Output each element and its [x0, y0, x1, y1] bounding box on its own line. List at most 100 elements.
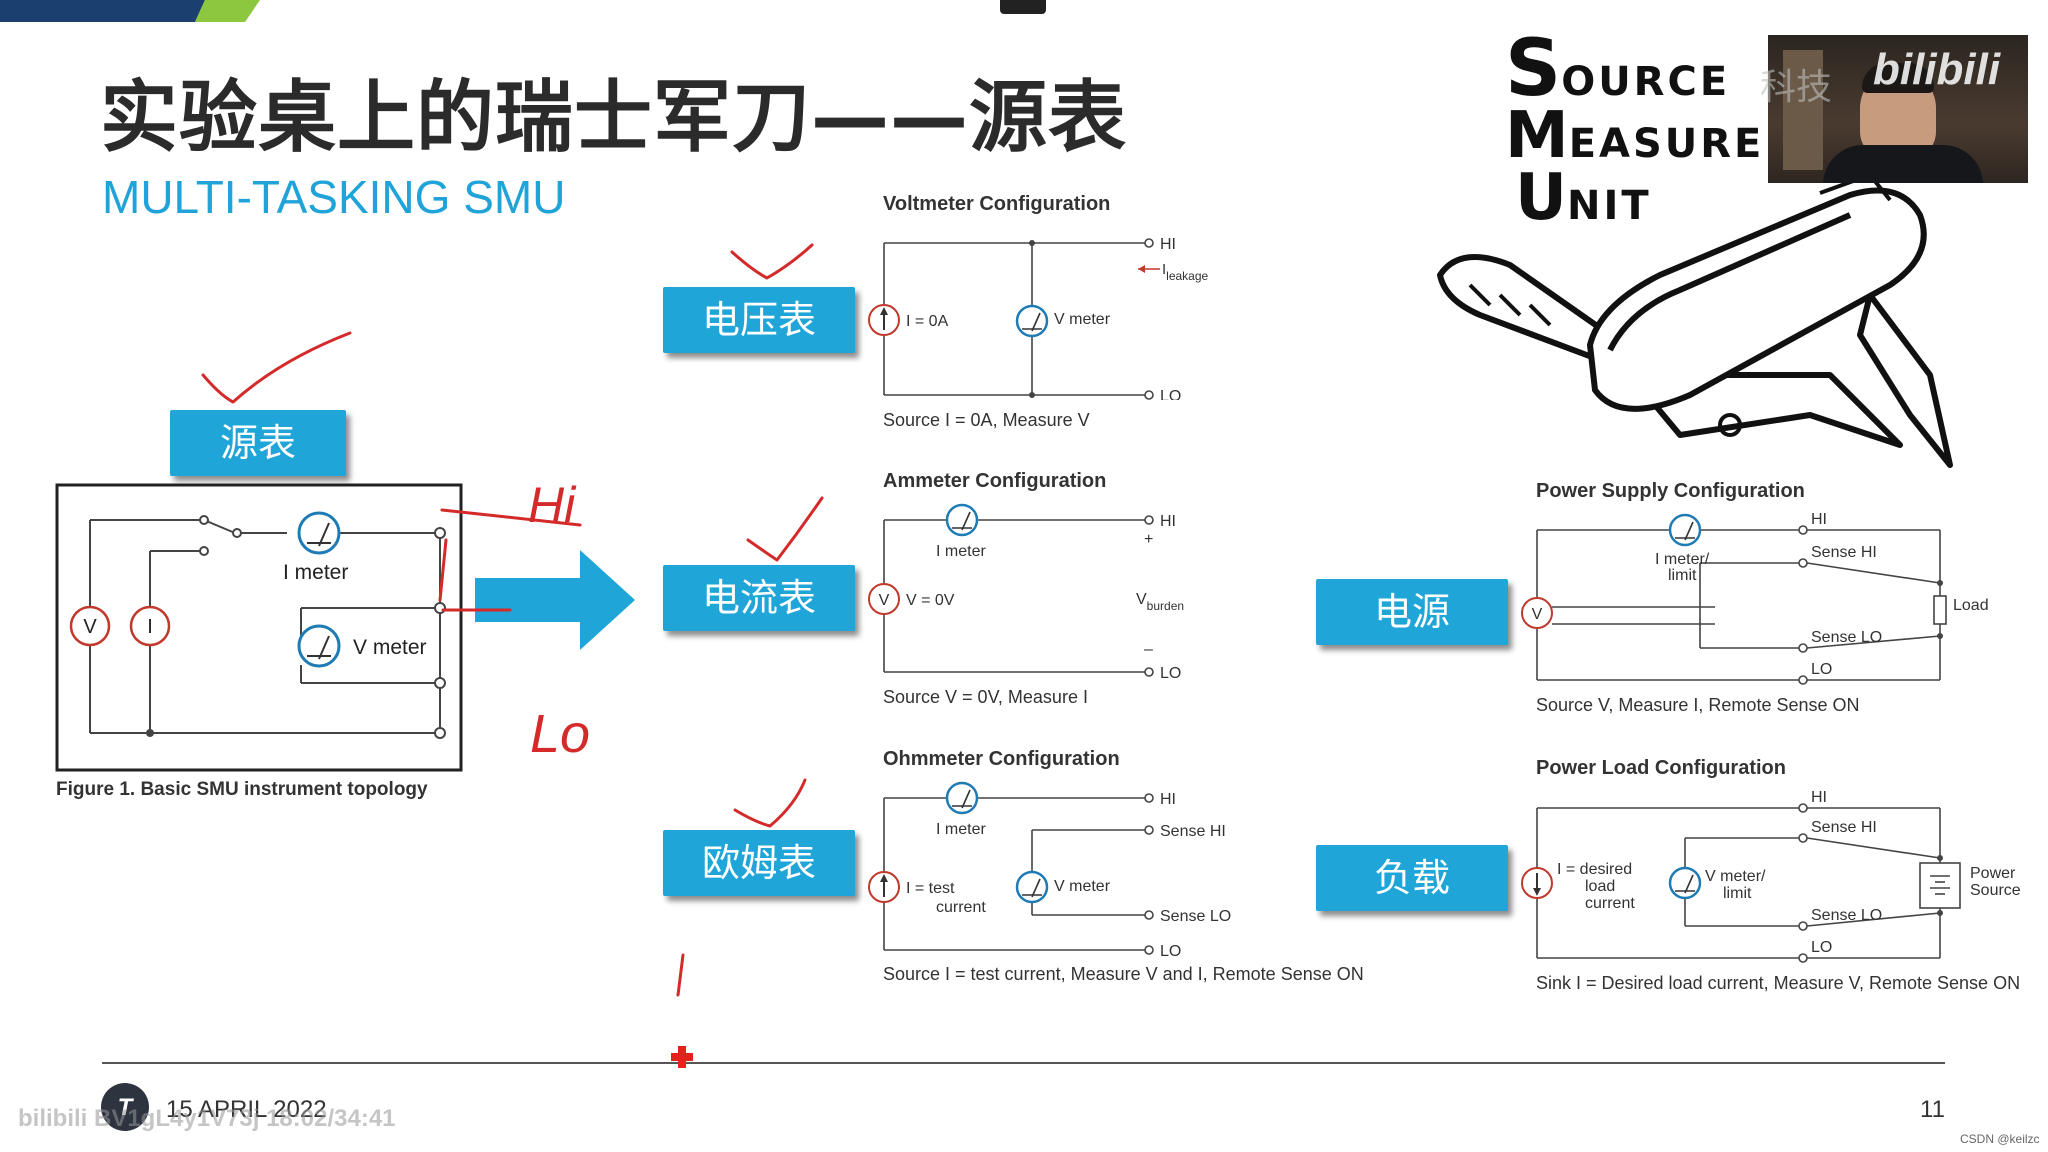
- pl-meter-label-2: limit: [1723, 885, 1752, 902]
- checkmark-icon: [746, 496, 824, 562]
- slide-date: 15 APRIL 2022: [166, 1096, 327, 1123]
- om-lo-label: LO: [1160, 943, 1181, 960]
- v-meter-icon: [1015, 304, 1049, 338]
- am-hi-label: HI: [1160, 513, 1176, 530]
- figure1-caption: Figure 1. Basic SMU instrument topology: [56, 779, 428, 800]
- right-arrow-icon: [475, 550, 635, 650]
- am-meter-label: I meter: [936, 543, 986, 560]
- ohmmeter-config-title: Ohmmeter Configuration: [883, 748, 1120, 770]
- voltmeter-button[interactable]: 电压表: [663, 287, 855, 353]
- power-supply-config-diagram: V HI Sense HI Sense LO LO I meter/ limit…: [1521, 511, 1989, 685]
- ammeter-config-title: Ammeter Configuration: [883, 470, 1107, 492]
- om-sense-lo-label: Sense LO: [1160, 908, 1231, 925]
- power-load-config-title: Power Load Configuration: [1536, 757, 1786, 779]
- figure1-topology-diagram: V I I meter V meter: [55, 483, 463, 772]
- am-lo-label: LO: [1160, 665, 1181, 682]
- voltmeter-config-title: Voltmeter Configuration: [883, 193, 1111, 215]
- webcam-overlay[interactable]: bilibili: [1768, 35, 2028, 183]
- handwritten-lo: Lo: [530, 704, 590, 764]
- am-vburden-label: Vburden: [1136, 591, 1184, 613]
- ps-sense-lo-label: Sense LO: [1811, 629, 1882, 646]
- ammeter-config-diagram: V HI + – LO I meter V = 0V Vburden: [868, 503, 1184, 682]
- progress-marker-icon: [671, 1046, 693, 1068]
- ps-sense-hi-label: Sense HI: [1811, 544, 1877, 561]
- source-meter-button[interactable]: 源表: [170, 410, 346, 476]
- am-plus-label: +: [1144, 531, 1153, 548]
- load-button[interactable]: 负载: [1316, 845, 1508, 911]
- v-meter-icon: [1668, 866, 1702, 900]
- pl-hi-label: HI: [1811, 789, 1827, 806]
- company-logo-icon: T: [101, 1083, 149, 1131]
- handwritten-hi: Hi: [528, 477, 577, 533]
- am-v-source-icon: V: [879, 592, 890, 609]
- power-supply-config-caption: Source V, Measure I, Remote Sense ON: [1536, 695, 1860, 715]
- om-v-meter-label: V meter: [1054, 878, 1111, 895]
- power-supply-config-title: Power Supply Configuration: [1536, 480, 1805, 502]
- top-accent-bar: [0, 0, 260, 22]
- slide-subtitle: MULTI-TASKING SMU: [102, 171, 566, 223]
- csdn-watermark: CSDN @keilzc: [1960, 1132, 2040, 1146]
- fig1-v-label: V: [83, 616, 97, 638]
- vm-lo-label: LO: [1160, 388, 1181, 400]
- pl-source-label-1: I = desired: [1557, 861, 1632, 878]
- pl-power-source-label-1: Power: [1970, 865, 2016, 882]
- i-meter-icon: [1668, 513, 1702, 547]
- ammeter-config-caption: Source V = 0V, Measure I: [883, 687, 1088, 707]
- pl-source-label-3: current: [1585, 895, 1635, 912]
- ohmmeter-button[interactable]: 欧姆表: [663, 830, 855, 896]
- pl-sense-hi-label: Sense HI: [1811, 819, 1877, 836]
- vm-leakage-label: Ileakage: [1162, 261, 1209, 283]
- page-number: 11: [1920, 1096, 1945, 1123]
- om-i-meter-label: I meter: [936, 821, 986, 838]
- ps-hi-label: HI: [1811, 511, 1827, 528]
- vm-meter-label: V meter: [1054, 311, 1111, 328]
- slide-title: 实验桌上的瑞士军刀——源表: [100, 73, 1128, 163]
- pl-source-label-2: load: [1585, 878, 1615, 895]
- bilibili-logo: bilibili: [1873, 45, 2001, 94]
- fig1-i-label: I: [147, 616, 153, 638]
- am-minus-label: –: [1144, 641, 1153, 658]
- pl-sense-lo-label: Sense LO: [1811, 907, 1882, 924]
- ps-v-source-icon: V: [1532, 606, 1543, 623]
- video-watermark: bilibili BV1gL4y1V73j 18:02/34:41: [18, 1105, 396, 1132]
- i-meter-icon: [297, 511, 341, 555]
- pl-lo-label: LO: [1811, 939, 1832, 956]
- power-load-config-diagram: HI Sense HI Sense LO LO I = desired load…: [1521, 789, 2021, 963]
- power-supply-button[interactable]: 电源: [1316, 579, 1508, 645]
- webcam-caption: 科技: [1760, 67, 1833, 108]
- i-meter-icon: [945, 781, 979, 815]
- om-source-label-2: current: [936, 899, 986, 916]
- ps-load-label: Load: [1953, 597, 1989, 614]
- ps-meter-label-1: I meter/: [1655, 551, 1710, 568]
- smu-logo-text: SOURCE MEASURE UNIT: [1505, 24, 1765, 235]
- checkmark-icon: [733, 778, 807, 828]
- ohmmeter-config-diagram: HI Sense HI Sense LO LO I meter I = test…: [868, 781, 1231, 960]
- pl-meter-label-1: V meter/: [1705, 868, 1766, 885]
- am-source-label: V = 0V: [906, 592, 955, 609]
- vm-hi-label: HI: [1160, 236, 1176, 253]
- player-control-tab[interactable]: [1000, 0, 1046, 14]
- power-load-config-caption: Sink I = Desired load current, Measure V…: [1536, 973, 2021, 993]
- ps-lo-label: LO: [1811, 661, 1832, 678]
- footer-divider: [102, 1062, 1945, 1064]
- voltmeter-config-caption: Source I = 0A, Measure V: [883, 410, 1090, 430]
- v-meter-icon: [297, 624, 341, 668]
- voltmeter-config-diagram: HI LO Ileakage I = 0A V meter: [868, 236, 1209, 400]
- ammeter-button[interactable]: 电流表: [663, 565, 855, 631]
- om-hi-label: HI: [1160, 791, 1176, 808]
- ps-meter-label-2: limit: [1668, 567, 1697, 584]
- om-source-label-1: I = test: [906, 880, 955, 897]
- swiss-knife-illustration: [1437, 175, 1953, 468]
- pl-power-source-label-2: Source: [1970, 882, 2021, 899]
- vm-source-label: I = 0A: [906, 313, 949, 330]
- fig1-i-meter-label: I meter: [283, 561, 348, 584]
- i-meter-icon: [945, 503, 979, 537]
- fig1-v-meter-label: V meter: [353, 636, 427, 659]
- v-meter-icon: [1015, 870, 1049, 904]
- battery-icon: [1930, 875, 1950, 895]
- checkmark-icon: [201, 331, 352, 404]
- om-sense-hi-label: Sense HI: [1160, 823, 1226, 840]
- checkmark-icon: [730, 243, 814, 280]
- ohmmeter-config-caption: Source I = test current, Measure V and I…: [883, 964, 1364, 984]
- ps-v-lines: [1552, 606, 1715, 625]
